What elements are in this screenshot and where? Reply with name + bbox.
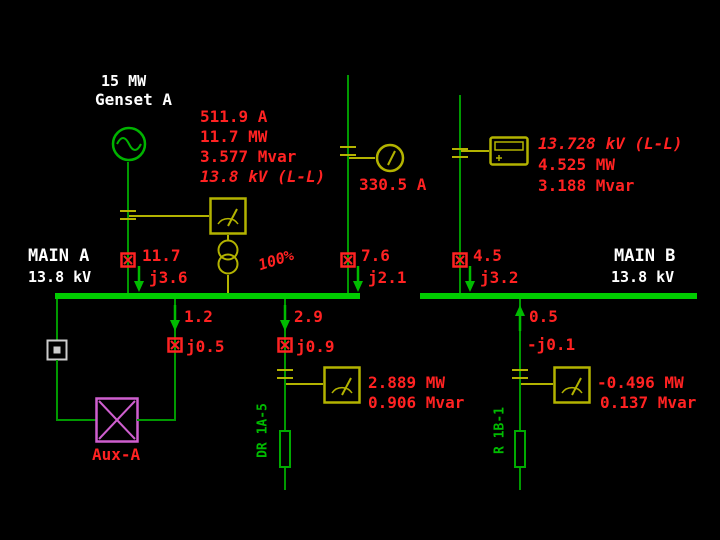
flow-down-arrow-icon <box>134 266 144 292</box>
aux-transformer-icon[interactable] <box>95 397 139 443</box>
generator-kv-reading: 13.8 kV (L-L) <box>200 167 326 186</box>
meter-tap-line <box>521 383 553 385</box>
feeder-1b1-mw: 0.5 <box>529 307 558 326</box>
feeder-1a5-line <box>284 299 286 490</box>
feeder-1a5-mw: 2.9 <box>294 307 323 326</box>
meter-tap-line <box>129 215 209 217</box>
feeder-1b1-mvar: -j0.1 <box>527 335 576 354</box>
breaker-closed-icon[interactable] <box>452 252 468 268</box>
aux-left-line <box>56 360 58 421</box>
branch-mid-mvar: j2.1 <box>368 268 407 287</box>
aux-left-line <box>56 419 96 421</box>
aux-left-line <box>56 299 58 340</box>
meter-tap-line <box>461 150 489 152</box>
breaker-closed-icon[interactable] <box>340 252 356 268</box>
ct-tick <box>120 218 136 220</box>
bus-main-a[interactable] <box>55 293 360 299</box>
mid-amps-reading: 330.5 A <box>359 175 427 194</box>
meter-tap-line <box>349 157 375 159</box>
breaker-closed-icon[interactable] <box>167 337 183 353</box>
feeder-1b1-meter-mw: -0.496 MW <box>597 373 684 392</box>
feeder-1b1-line <box>519 299 521 490</box>
branch-gen-mvar: j3.6 <box>149 268 188 287</box>
aux-transformer-label: Aux-A <box>92 445 141 464</box>
b-feeder-line <box>459 95 461 294</box>
bus-a-name-label: MAIN A <box>28 246 90 266</box>
aux-right-line <box>174 299 176 421</box>
ammeter-icon[interactable] <box>375 143 405 173</box>
bus-b-voltage-label: 13.8 kV <box>611 268 675 286</box>
feeder-1b1-meter-mvar: 0.137 Mvar <box>600 393 697 412</box>
meter-tap-line <box>286 383 323 385</box>
digital-meter-icon[interactable] <box>489 136 529 166</box>
branch-gen-mw: 11.7 <box>142 246 181 265</box>
load-symbol[interactable] <box>279 430 291 468</box>
flow-down-arrow-icon <box>170 305 180 331</box>
analog-meter-icon[interactable] <box>209 197 247 235</box>
transformer-icon[interactable] <box>214 239 242 277</box>
ct-tick <box>340 146 356 148</box>
feeder-1a5-name-label: DR 1A-5 <box>255 403 271 458</box>
b-meter-mvar-reading: 3.188 Mvar <box>538 176 635 195</box>
feeder-1a5-meter-mw: 2.889 MW <box>368 373 446 392</box>
mid-feeder-line <box>347 75 349 294</box>
generator-name-label: Genset A <box>95 90 173 109</box>
flow-down-arrow-icon <box>465 266 475 292</box>
ct-tick <box>452 156 468 158</box>
generator-mw-reading: 11.7 MW <box>200 127 268 146</box>
branch-aux-mvar: j0.5 <box>186 337 225 356</box>
bus-main-b[interactable] <box>420 293 697 299</box>
ct-tick <box>512 377 528 379</box>
bus-a-voltage-label: 13.8 kV <box>28 268 92 286</box>
ct-tick <box>512 369 528 371</box>
generator-mvar-reading: 3.577 Mvar <box>200 147 297 166</box>
flow-down-arrow-icon <box>280 305 290 331</box>
branch-b-mvar: j3.2 <box>480 268 519 287</box>
ct-tick <box>277 377 293 379</box>
feeder-1b1-name-label: R 1B-1 <box>492 407 508 454</box>
breaker-closed-icon[interactable] <box>120 252 136 268</box>
aux-right-line <box>137 419 175 421</box>
transformer-loading-label: 100% <box>255 245 296 275</box>
ct-tick <box>277 369 293 371</box>
analog-meter-icon[interactable] <box>553 366 591 404</box>
generator-feeder-line <box>127 162 129 294</box>
breaker-closed-icon[interactable] <box>277 337 293 353</box>
ct-tick <box>452 148 468 150</box>
flow-down-arrow-icon <box>353 266 363 292</box>
generator-amps-reading: 511.9 A <box>200 107 268 126</box>
generator-icon[interactable] <box>110 125 148 163</box>
b-meter-kv-reading: 13.728 kV (L-L) <box>538 134 683 153</box>
bus-b-name-label: MAIN B <box>614 246 676 266</box>
ct-tick <box>340 154 356 156</box>
transformer-bus-link-line <box>227 275 229 294</box>
b-meter-mw-reading: 4.525 MW <box>538 155 616 174</box>
feeder-1a5-meter-mvar: 0.906 Mvar <box>368 393 465 412</box>
disconnect-device-icon[interactable] <box>46 339 68 361</box>
ct-tick <box>120 210 136 212</box>
flow-up-arrow-icon <box>515 305 525 331</box>
feeder-1a5-mvar: j0.9 <box>296 337 335 356</box>
transformer-link-line <box>227 235 229 241</box>
analog-meter-icon[interactable] <box>323 366 361 404</box>
branch-mid-mw: 7.6 <box>361 246 390 265</box>
load-symbol[interactable] <box>514 430 526 468</box>
branch-aux-mw: 1.2 <box>184 307 213 326</box>
generator-rating-label: 15 MW <box>101 72 147 90</box>
branch-b-mw: 4.5 <box>473 246 502 265</box>
